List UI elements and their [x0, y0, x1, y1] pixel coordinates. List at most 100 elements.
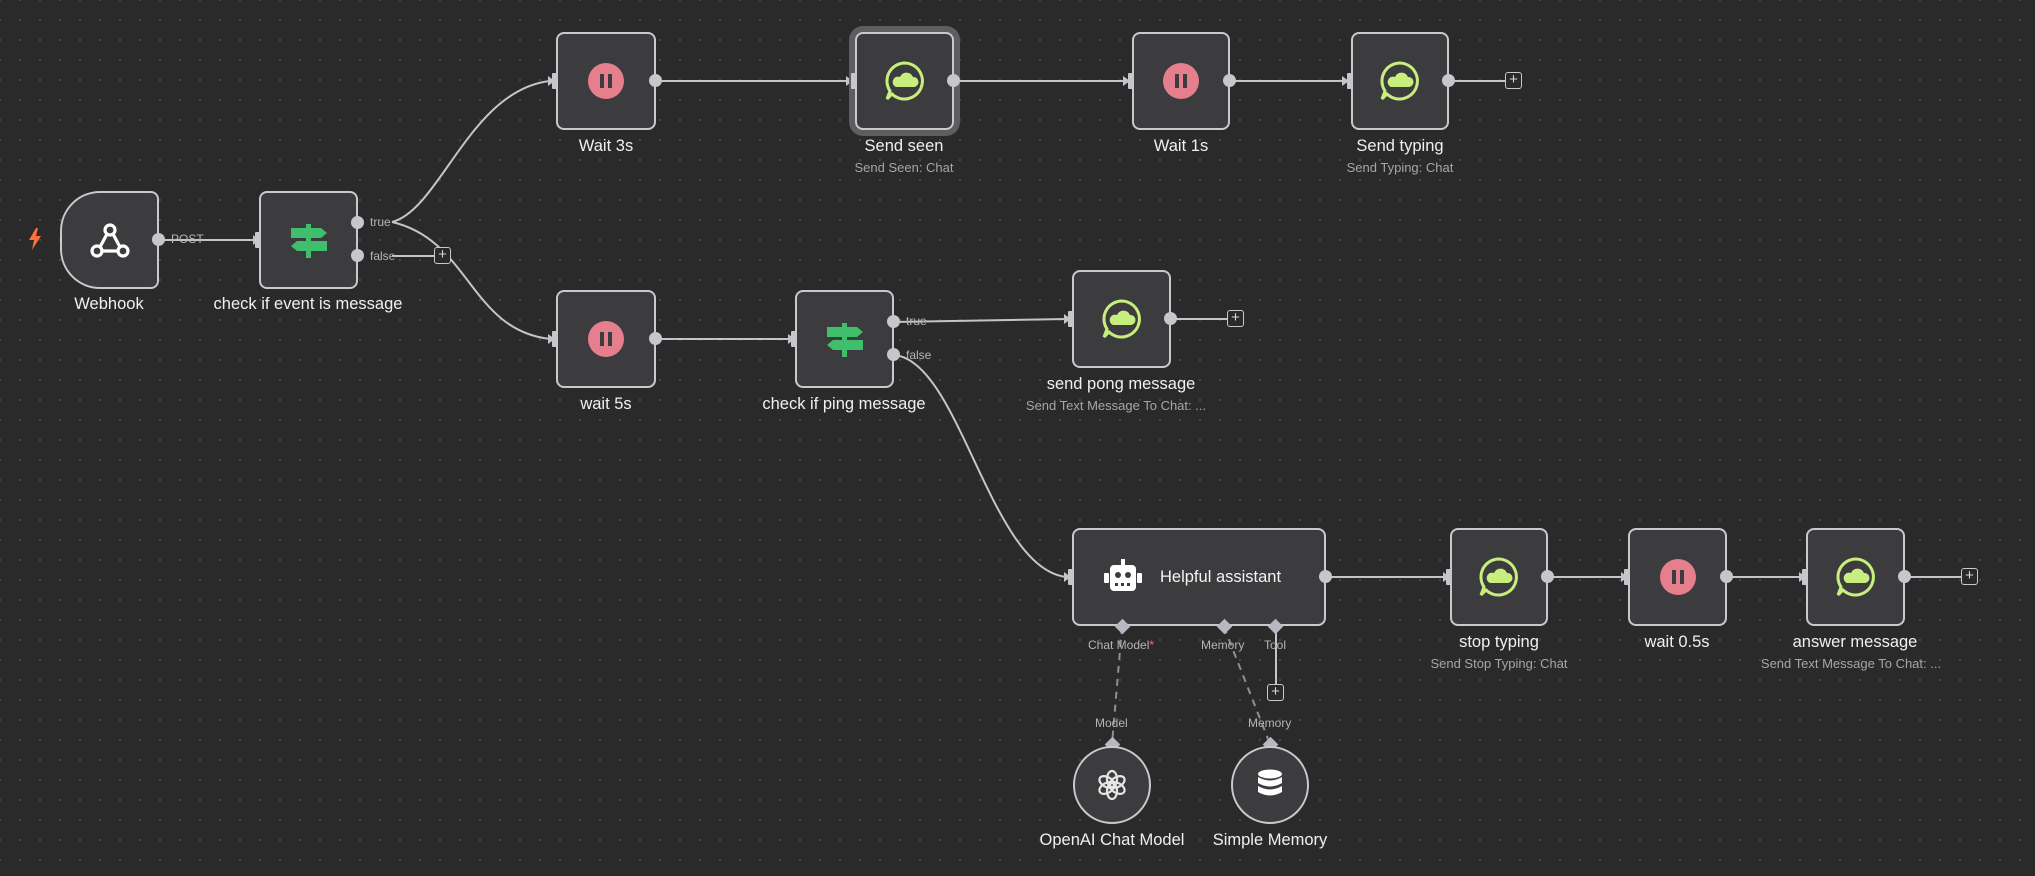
pause-icon — [1163, 63, 1199, 99]
send-pong-subtitle: Send Text Message To Chat: ... — [1025, 398, 1207, 413]
edge-check-true-to-wait5 — [391, 221, 551, 340]
send-typing-node[interactable] — [1351, 32, 1449, 130]
arrowhead — [1064, 314, 1071, 324]
arrowhead — [548, 334, 555, 344]
tool-port-label: Tool — [1264, 638, 1287, 652]
robot-icon — [1102, 559, 1144, 595]
wait-1s-label: Wait 1s — [1153, 137, 1209, 155]
openai-icon — [1095, 768, 1129, 802]
output-handle[interactable] — [1442, 74, 1455, 87]
input-port[interactable] — [552, 331, 557, 347]
chat-model-port-label: Chat Model* — [1088, 638, 1154, 652]
whatsapp-icon — [1101, 298, 1143, 340]
input-port[interactable] — [1347, 73, 1352, 89]
output-handle[interactable] — [649, 332, 662, 345]
memory-port-label: Memory — [1201, 638, 1245, 652]
arrowhead — [846, 76, 853, 86]
output-handle[interactable] — [1541, 570, 1554, 583]
input-port[interactable] — [1068, 311, 1073, 327]
edge-model-to-assistant — [1111, 626, 1123, 745]
output-handle[interactable] — [1223, 74, 1236, 87]
output-handle[interactable] — [1720, 570, 1733, 583]
input-port[interactable] — [1624, 569, 1629, 585]
add-tool-button[interactable]: + — [1267, 684, 1284, 701]
edge-ping-true-to-pong — [893, 318, 1068, 323]
send-seen-subtitle: Send Seen: Chat — [854, 160, 954, 175]
check-event-node[interactable] — [259, 191, 358, 289]
output-handle-false[interactable] — [351, 249, 364, 262]
input-port[interactable] — [791, 331, 796, 347]
add-node-button[interactable]: + — [434, 247, 451, 264]
chat-model-port-text: Chat Model — [1088, 638, 1150, 652]
wait-1s-node[interactable] — [1132, 32, 1230, 130]
wait-5s-node[interactable] — [556, 290, 656, 388]
whatsapp-icon — [884, 60, 926, 102]
input-port[interactable] — [552, 73, 557, 89]
arrowhead — [548, 76, 555, 86]
input-port[interactable] — [1128, 73, 1133, 89]
output-handle[interactable] — [152, 233, 165, 246]
check-ping-label: check if ping message — [762, 395, 926, 413]
pause-icon — [588, 63, 624, 99]
signpost-icon — [287, 218, 331, 262]
add-node-button[interactable]: + — [1961, 568, 1978, 585]
simple-memory-label: Simple Memory — [1212, 831, 1328, 849]
helpful-assistant-title: Helpful assistant — [1160, 567, 1282, 586]
send-seen-label: Send seen — [864, 137, 944, 155]
wait-05s-label: wait 0.5s — [1644, 633, 1710, 651]
input-port[interactable] — [1446, 569, 1451, 585]
helpful-assistant-node[interactable]: Helpful assistant — [1072, 528, 1326, 626]
send-typing-subtitle: Send Typing: Chat — [1346, 160, 1454, 175]
send-seen-node[interactable] — [855, 32, 954, 130]
pause-icon — [588, 321, 624, 357]
output-handle[interactable] — [649, 74, 662, 87]
arrowhead — [1123, 76, 1130, 86]
edge-label-post: POST — [171, 232, 204, 246]
send-typing-label: Send typing — [1356, 137, 1444, 155]
pause-icon — [1659, 559, 1696, 595]
output-handle[interactable] — [1319, 570, 1332, 583]
output-handle-true[interactable] — [351, 216, 364, 229]
whatsapp-icon — [1478, 556, 1520, 598]
stop-typing-label: stop typing — [1459, 633, 1539, 651]
wait-05s-node[interactable] — [1628, 528, 1727, 626]
answer-message-node[interactable] — [1806, 528, 1905, 626]
model-input-label: Model — [1095, 716, 1128, 730]
trigger-bolt-icon — [28, 228, 42, 255]
stop-typing-node[interactable] — [1450, 528, 1548, 626]
edge-check-true-to-wait3 — [391, 80, 551, 223]
wait-5s-label: wait 5s — [580, 395, 632, 413]
answer-message-label: answer message — [1792, 633, 1918, 651]
answer-message-subtitle: Send Text Message To Chat: ... — [1760, 656, 1942, 671]
add-node-button[interactable]: + — [1505, 72, 1522, 89]
output-handle[interactable] — [1898, 570, 1911, 583]
wait-3s-label: Wait 3s — [578, 137, 634, 155]
openai-chat-model-node[interactable] — [1073, 746, 1151, 824]
output-handle-false[interactable] — [887, 348, 900, 361]
stop-typing-subtitle: Send Stop Typing: Chat — [1430, 656, 1568, 671]
edge-label-true: true — [370, 215, 391, 229]
input-port[interactable] — [1068, 569, 1073, 585]
check-event-label: check if event is message — [213, 295, 403, 313]
required-marker: * — [1149, 638, 1155, 652]
output-handle[interactable] — [1164, 312, 1177, 325]
output-handle-true[interactable] — [887, 315, 900, 328]
input-port[interactable] — [255, 232, 260, 248]
input-port[interactable] — [1802, 569, 1807, 585]
wait-3s-node[interactable] — [556, 32, 656, 130]
webhook-icon — [88, 220, 132, 260]
edge-ping-false-to-assistant — [893, 354, 1068, 578]
send-pong-node[interactable] — [1072, 270, 1171, 368]
input-port[interactable] — [851, 73, 856, 89]
edge-label-false: false — [906, 348, 932, 362]
database-icon — [1256, 769, 1284, 801]
add-node-button[interactable]: + — [1227, 310, 1244, 327]
webhook-label: Webhook — [74, 295, 144, 313]
memory-input-label: Memory — [1248, 716, 1292, 730]
output-handle[interactable] — [947, 74, 960, 87]
simple-memory-node[interactable] — [1231, 746, 1309, 824]
check-ping-node[interactable] — [795, 290, 894, 388]
webhook-node[interactable] — [60, 191, 159, 289]
edge-label-false: false — [370, 249, 396, 263]
